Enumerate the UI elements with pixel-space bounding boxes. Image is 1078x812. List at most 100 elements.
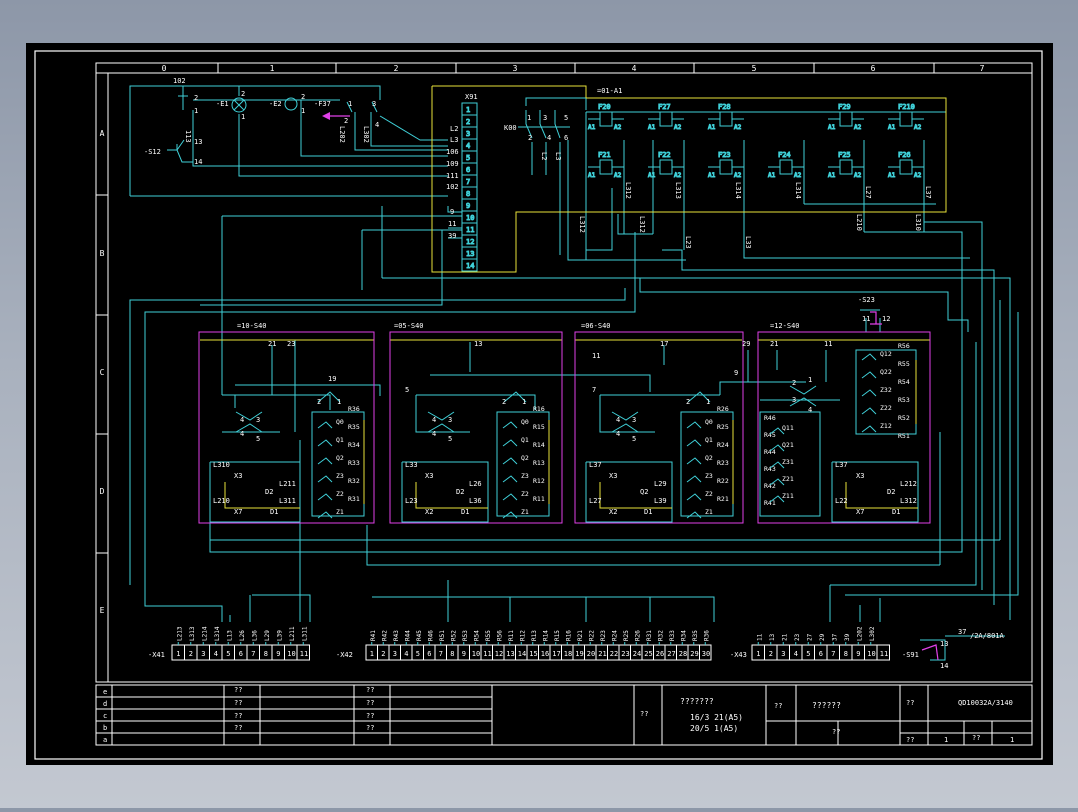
pin-label: 14: [194, 158, 202, 166]
device-label: -E2: [269, 100, 282, 108]
x43-wire-label: 11: [756, 633, 763, 641]
wire-label: 21: [770, 340, 778, 348]
x42-wire-label: R32: [657, 630, 664, 641]
wire-label: D1: [892, 508, 900, 516]
k00-pin: 1: [527, 114, 531, 122]
x41-wire-label: L311: [301, 626, 308, 641]
yellow-wire: [845, 482, 918, 509]
x91-left-label: L3: [450, 136, 458, 144]
x91-left-label: 102: [446, 183, 459, 191]
x43-wire-label: 21: [781, 633, 788, 641]
wire-label: 37: [958, 628, 966, 636]
pin-label: 4: [808, 406, 812, 414]
x42-terminal-number: 7: [439, 650, 443, 658]
column-number: 2: [394, 64, 399, 73]
wire: [209, 231, 963, 553]
x91-terminal-number: 10: [466, 214, 474, 222]
contact-label: Q0: [336, 418, 344, 426]
pin-label: 3: [372, 100, 376, 108]
rotary-contact-icon: [235, 411, 263, 433]
x42-wire-label: R13: [531, 630, 538, 641]
contact-label: Z3: [521, 472, 529, 480]
contact-label: Q0: [705, 418, 713, 426]
wire-label: X7: [234, 508, 242, 516]
wire: [525, 97, 587, 110]
x91-terminal-number: 13: [466, 250, 474, 258]
wire-label: 5: [405, 386, 409, 394]
column-number: 3: [513, 64, 518, 73]
coil-pin-label: A2: [734, 124, 742, 131]
title-field: ??: [906, 736, 914, 744]
pin-label: 1: [194, 107, 198, 115]
wire-label: L314: [794, 182, 802, 199]
wire: [416, 394, 536, 410]
contactor-label: F23: [718, 151, 731, 159]
x41-terminal-number: 8: [264, 650, 268, 658]
x42-terminal-number: 29: [690, 650, 698, 658]
x91-label: X91: [465, 93, 478, 101]
column-number: 7: [980, 64, 985, 73]
yellow-wire: [586, 97, 947, 213]
k00-pin: 2: [528, 134, 532, 142]
contact-symbol-icon: [502, 511, 518, 519]
yellow-wire: [224, 482, 300, 509]
contactor-label: F210: [898, 103, 915, 111]
rotary-contact-icon: [611, 411, 639, 433]
resistor-label: R24: [717, 441, 729, 449]
x42-wire-label: R44: [404, 630, 411, 641]
wire: [719, 381, 748, 395]
x42-terminal-number: 14: [518, 650, 526, 658]
coil-pin-label: A1: [888, 172, 896, 179]
x41-wire-label: L313: [189, 626, 196, 641]
contact-symbol-icon: [317, 493, 333, 501]
x91-terminal-number: 14: [466, 262, 474, 270]
wire-label: L312: [578, 216, 586, 233]
x42-terminal-number: 15: [529, 650, 537, 658]
x43-wire-label: L202: [856, 626, 863, 641]
x41-terminal-number: 6: [239, 650, 243, 658]
switch-section-box: [757, 331, 931, 524]
x42-terminal-number: 5: [416, 650, 420, 658]
contactor-label: F28: [718, 103, 731, 111]
x42-wire-label: R14: [542, 630, 549, 641]
x42-terminal-number: 21: [598, 650, 606, 658]
contact-symbol-icon: [502, 457, 518, 465]
x42-wire-label: R41: [370, 630, 377, 641]
strip-label: -S91: [902, 651, 919, 659]
wire: [222, 394, 331, 410]
x43-terminal-number: 10: [867, 650, 875, 658]
k00-pin: 3: [543, 114, 547, 122]
x42-wire-label: R55: [485, 630, 492, 641]
contact-symbol-icon: [502, 475, 518, 483]
contactor-label: F24: [778, 151, 791, 159]
x42-terminal-number: 2: [381, 650, 385, 658]
wire-label: L212: [900, 480, 917, 488]
wire: [539, 110, 547, 139]
title-line: 20/5 1(A5): [690, 724, 738, 733]
contact-label: Z2: [705, 490, 713, 498]
lamp-e1-cross: [233, 99, 245, 111]
contact-symbol-icon: [317, 439, 333, 447]
wire: [354, 112, 448, 151]
x42-wire-label: R22: [588, 630, 595, 641]
x91-left-label: L2: [450, 125, 458, 133]
pin-label: 1: [337, 398, 341, 406]
coil-pin-label: A1: [708, 172, 716, 179]
wire-label: L37: [589, 461, 602, 469]
switch-102-icon: [178, 95, 188, 110]
x42-terminal-number: 16: [541, 650, 549, 658]
s23-pin: 12: [882, 315, 890, 323]
rev-field: ??: [366, 686, 374, 694]
x42-terminal-number: 17: [552, 650, 560, 658]
x91-left-label: 106: [446, 148, 459, 156]
resistor-label: R34: [348, 441, 360, 449]
wire-label: L314: [734, 182, 742, 199]
pin-label: 4: [240, 430, 244, 438]
pin-label: 4: [240, 416, 244, 424]
wire: [401, 461, 489, 523]
wire-label: L311: [279, 497, 296, 505]
x42-wire-label: R36: [703, 630, 710, 641]
x42-terminal-number: 3: [393, 650, 397, 658]
wire-label: D2: [887, 488, 895, 496]
